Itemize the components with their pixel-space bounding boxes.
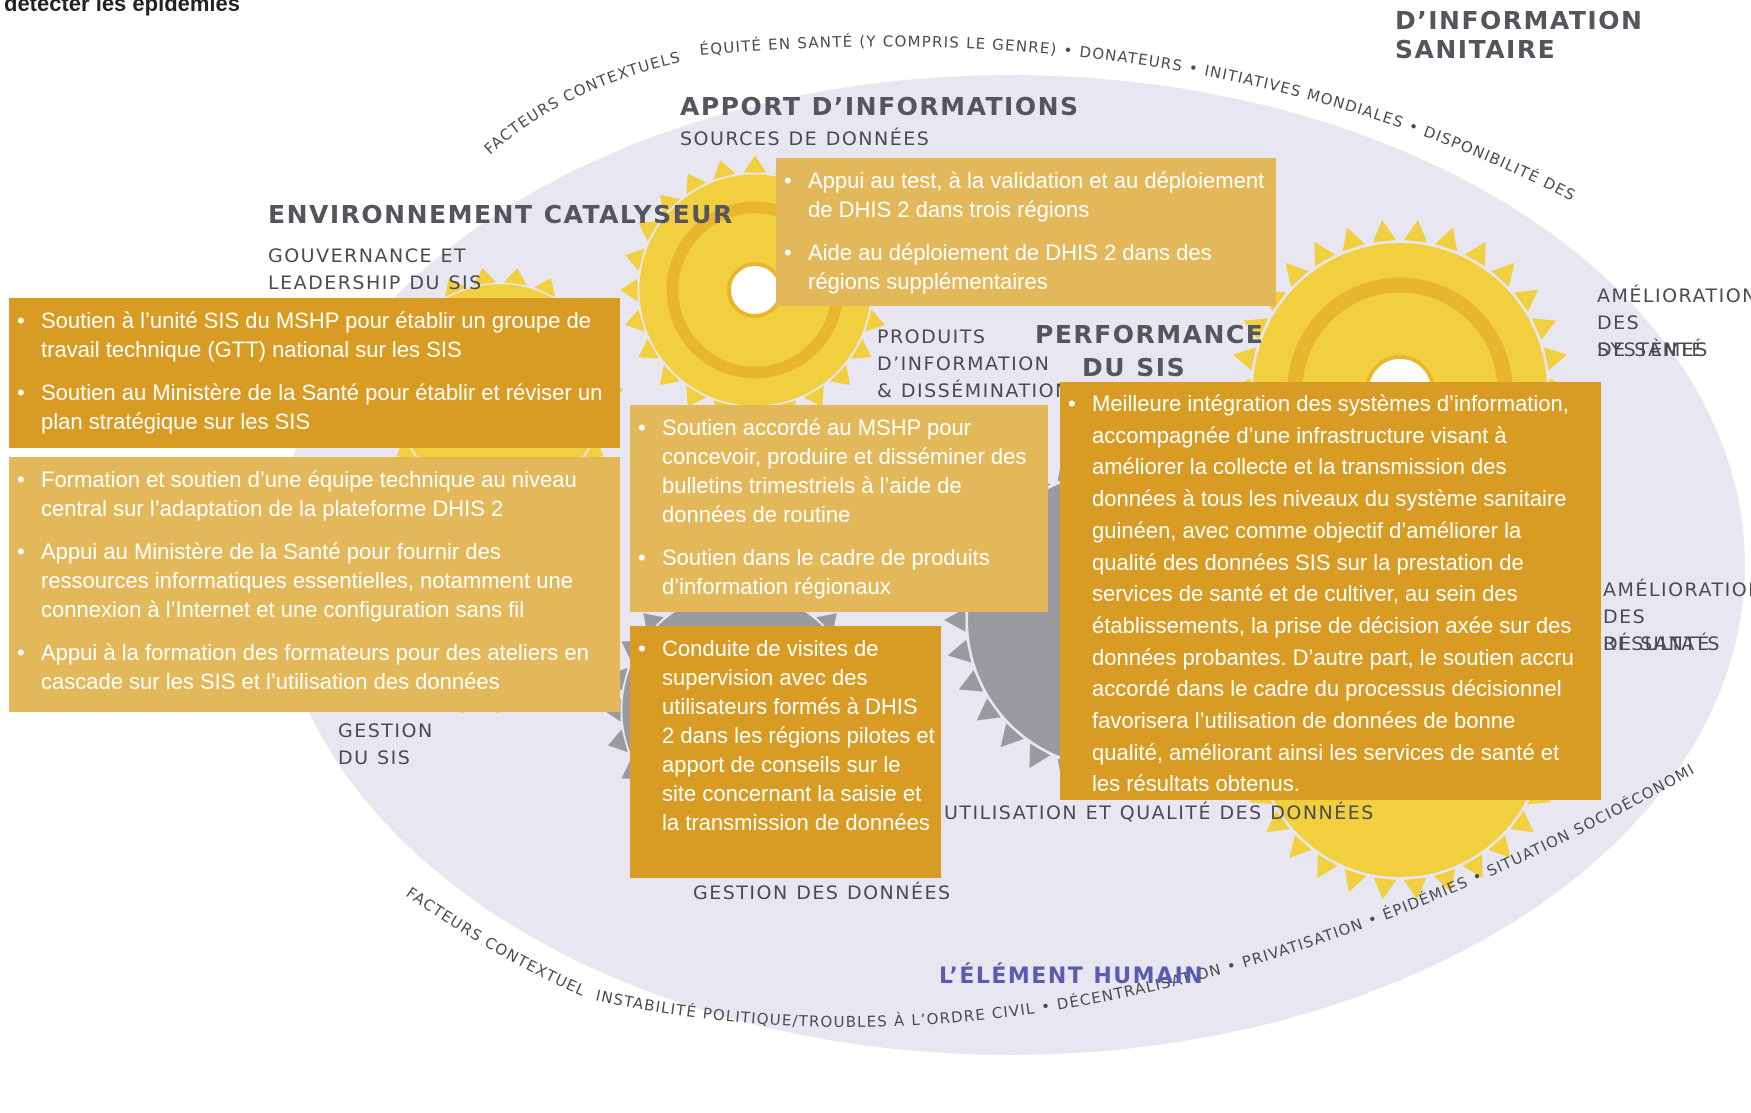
gear-tooth — [473, 268, 497, 286]
gear-tooth — [1488, 834, 1511, 858]
gear-tooth — [1543, 347, 1568, 371]
gouvernance-label-1: GOUVERNANCE ET — [268, 245, 468, 267]
performance-item: Meilleure intégration des systèmes d’inf… — [1060, 388, 1591, 800]
performance-box: Meilleure intégration des systèmes d’inf… — [1060, 382, 1601, 800]
gear-hub — [727, 262, 783, 318]
gouvernance-item: Soutien au Ministère de la Santé pour ét… — [9, 378, 612, 436]
amelioration-resultats-2: DES RÉSULTATS — [1603, 606, 1721, 655]
gear-tooth — [620, 278, 638, 302]
gear-tooth — [1317, 854, 1338, 879]
gear-tooth — [638, 338, 660, 359]
gestion-donnees-label: GESTION DES DONNÉES — [693, 882, 952, 904]
gear-tooth — [444, 278, 466, 298]
gear-tooth — [1342, 227, 1365, 252]
amelioration-systemes-3: DE SANTÉ — [1597, 339, 1705, 361]
apport-title: APPORT D’INFORMATIONS — [680, 92, 1080, 121]
performance-label-1: PERFORMANCE — [1035, 320, 1265, 349]
env-title: ENVIRONNEMENT CATALYSEUR — [268, 200, 734, 229]
produits-item: Soutien dans le cadre de produits d’info… — [630, 543, 1040, 601]
utilisation-label: UTILISATION ET QUALITÉ DES DONNÉES — [944, 802, 1375, 824]
amelioration-resultats-3: DE SANTÉ — [1603, 633, 1711, 655]
gestion-sis-box: Formation et soutien d’une équipe techni… — [9, 457, 620, 712]
gear-tooth — [659, 364, 681, 386]
gear-tooth — [1433, 868, 1456, 893]
gear-tooth — [1403, 219, 1428, 243]
gestion-sis-label-2: DU SIS — [338, 747, 412, 769]
gestion-sis-item: Appui au Ministère de la Santé pour four… — [9, 537, 612, 624]
gear-tooth — [1531, 318, 1557, 340]
gear-tooth — [1314, 241, 1336, 267]
gear-tooth — [1344, 868, 1367, 893]
gear-tooth — [865, 309, 885, 332]
gear-tooth — [625, 309, 645, 332]
produits-label-3: & DISSÉMINATION — [877, 380, 1071, 402]
gear-tooth — [944, 608, 966, 632]
gear-tooth — [396, 438, 416, 458]
gear-tooth — [625, 248, 645, 271]
gear-tooth — [534, 278, 556, 298]
gear-tooth — [947, 639, 972, 663]
performance-label-2: DU SIS — [1082, 353, 1187, 382]
gear-tooth — [1373, 877, 1397, 900]
gear-tooth — [1514, 289, 1539, 312]
gear-tooth — [607, 729, 628, 753]
gear-tooth — [638, 221, 660, 242]
gear-tooth — [503, 268, 527, 286]
gear-tooth — [1232, 347, 1257, 371]
gear-tooth — [584, 438, 604, 458]
gear-tooth — [1285, 262, 1309, 287]
gear-tooth — [713, 160, 736, 180]
gear-tooth — [1243, 318, 1269, 340]
sources-item: Aide au déploiement de DHIS 2 dans des r… — [776, 238, 1268, 296]
gestion-sis-item: Appui à la formation des formateurs pour… — [9, 638, 612, 696]
gear-tooth — [1029, 743, 1051, 769]
gear-tooth — [958, 670, 984, 692]
produits-item: Soutien accordé au MSHP pour concevoir, … — [630, 413, 1040, 529]
amelioration-systemes-2: DES SYSTÈMES — [1597, 312, 1709, 361]
header-right-title: D’INFORMATION SANITAIRE — [1395, 6, 1644, 64]
gear-tooth — [1510, 810, 1534, 833]
gear-tooth — [659, 194, 681, 216]
gear-tooth — [1491, 262, 1515, 287]
gear-tooth — [1266, 810, 1290, 833]
produits-label-1: PRODUITS — [877, 326, 987, 348]
amelioration-systemes-1: AMÉLIORATION — [1597, 285, 1751, 307]
produits-label-2: D’INFORMATION — [877, 353, 1051, 375]
gear-tooth — [829, 364, 851, 386]
amelioration-resultats-1: AMÉLIORATION — [1603, 579, 1751, 601]
gestion-sis-label-1: GESTION — [338, 720, 434, 742]
gear-tooth — [803, 385, 824, 407]
gear-tooth — [1462, 854, 1483, 879]
gear-tooth — [1000, 723, 1024, 748]
gear-tooth — [1289, 834, 1312, 858]
gear-tooth — [686, 173, 707, 195]
sources-item: Appui au test, à la validation et au dép… — [776, 166, 1268, 224]
gear-tooth — [850, 338, 872, 359]
gear-tooth — [976, 698, 1001, 721]
gestion-donnees-item: Conduite de visites de supervision avec … — [630, 634, 935, 837]
gear-tooth — [1403, 877, 1427, 900]
gestion-donnees-box: Conduite de visites de supervision avec … — [630, 626, 941, 878]
sources-box: Appui au test, à la validation et au dép… — [776, 158, 1276, 306]
gouvernance-label-2: LEADERSHIP DU SIS — [268, 272, 483, 294]
gestion-sis-item: Formation et soutien d’une équipe techni… — [9, 465, 612, 523]
gear-tooth — [743, 155, 767, 173]
gouvernance-item: Soutien à l’unité SIS du MSHP pour établ… — [9, 306, 612, 364]
element-humain-label: L’ÉLÉMENT HUMAIN — [939, 964, 1205, 989]
produits-box: Soutien accordé au MSHP pour concevoir, … — [630, 405, 1048, 612]
gear-tooth — [1464, 241, 1486, 267]
gear-tooth — [1372, 219, 1397, 243]
apport-subtitle: SOURCES DE DONNÉES — [680, 128, 931, 150]
gouvernance-box: Soutien à l’unité SIS du MSHP pour établ… — [9, 298, 620, 448]
gear-tooth — [1435, 227, 1458, 252]
header-left-fragment: détecter les épidémies — [4, 0, 241, 16]
gear-tooth — [686, 385, 707, 407]
